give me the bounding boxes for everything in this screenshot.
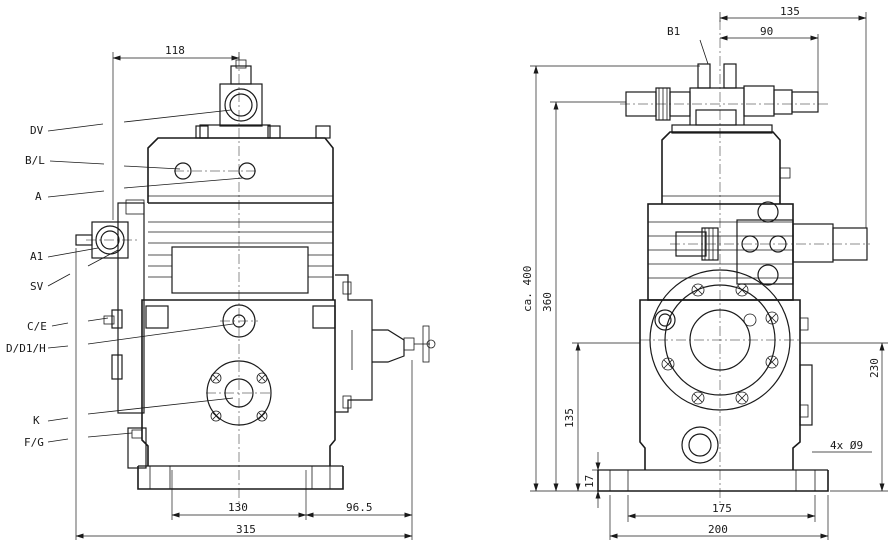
label-dv: DV <box>30 124 44 137</box>
dim-130: 130 <box>228 501 248 514</box>
dim-4x9: 4x Ø9 <box>830 439 863 452</box>
front-dimensions <box>75 52 413 540</box>
label-b1: B1 <box>667 25 680 38</box>
flange-bolts <box>661 283 779 405</box>
label-a1: A1 <box>30 250 43 263</box>
side-dimensions <box>530 12 888 540</box>
front-view <box>47 52 436 540</box>
label-dd1h: D/D1/H <box>6 342 46 355</box>
dim-200: 200 <box>708 523 728 536</box>
dim-90: 90 <box>760 25 773 38</box>
label-ce: C/E <box>27 320 47 333</box>
dim-175: 175 <box>712 502 732 515</box>
front-dimension-texts: 118 130 96.5 315 <box>165 44 373 536</box>
dim-315: 315 <box>236 523 256 536</box>
dim-360: 360 <box>541 292 554 312</box>
side-view <box>530 12 888 540</box>
side-labels: B1 135 90 ca. 400 360 135 17 230 4x Ø9 1… <box>521 5 881 536</box>
label-k: K <box>33 414 40 427</box>
dim-17: 17 <box>583 475 596 488</box>
dim-135-top: 135 <box>780 5 800 18</box>
label-a: A <box>35 190 42 203</box>
dim-230: 230 <box>868 358 881 378</box>
dim-118: 118 <box>165 44 185 57</box>
dim-ca-400: ca. 400 <box>521 266 534 312</box>
leader-lines <box>47 109 244 443</box>
dim-135-left: 135 <box>563 408 576 428</box>
front-labels: DV B/L A A1 SV C/E D/D1/H K F/G <box>6 124 47 449</box>
dim-96-5: 96.5 <box>346 501 373 514</box>
label-bl: B/L <box>25 154 45 167</box>
label-fg: F/G <box>24 436 44 449</box>
label-sv: SV <box>30 280 44 293</box>
